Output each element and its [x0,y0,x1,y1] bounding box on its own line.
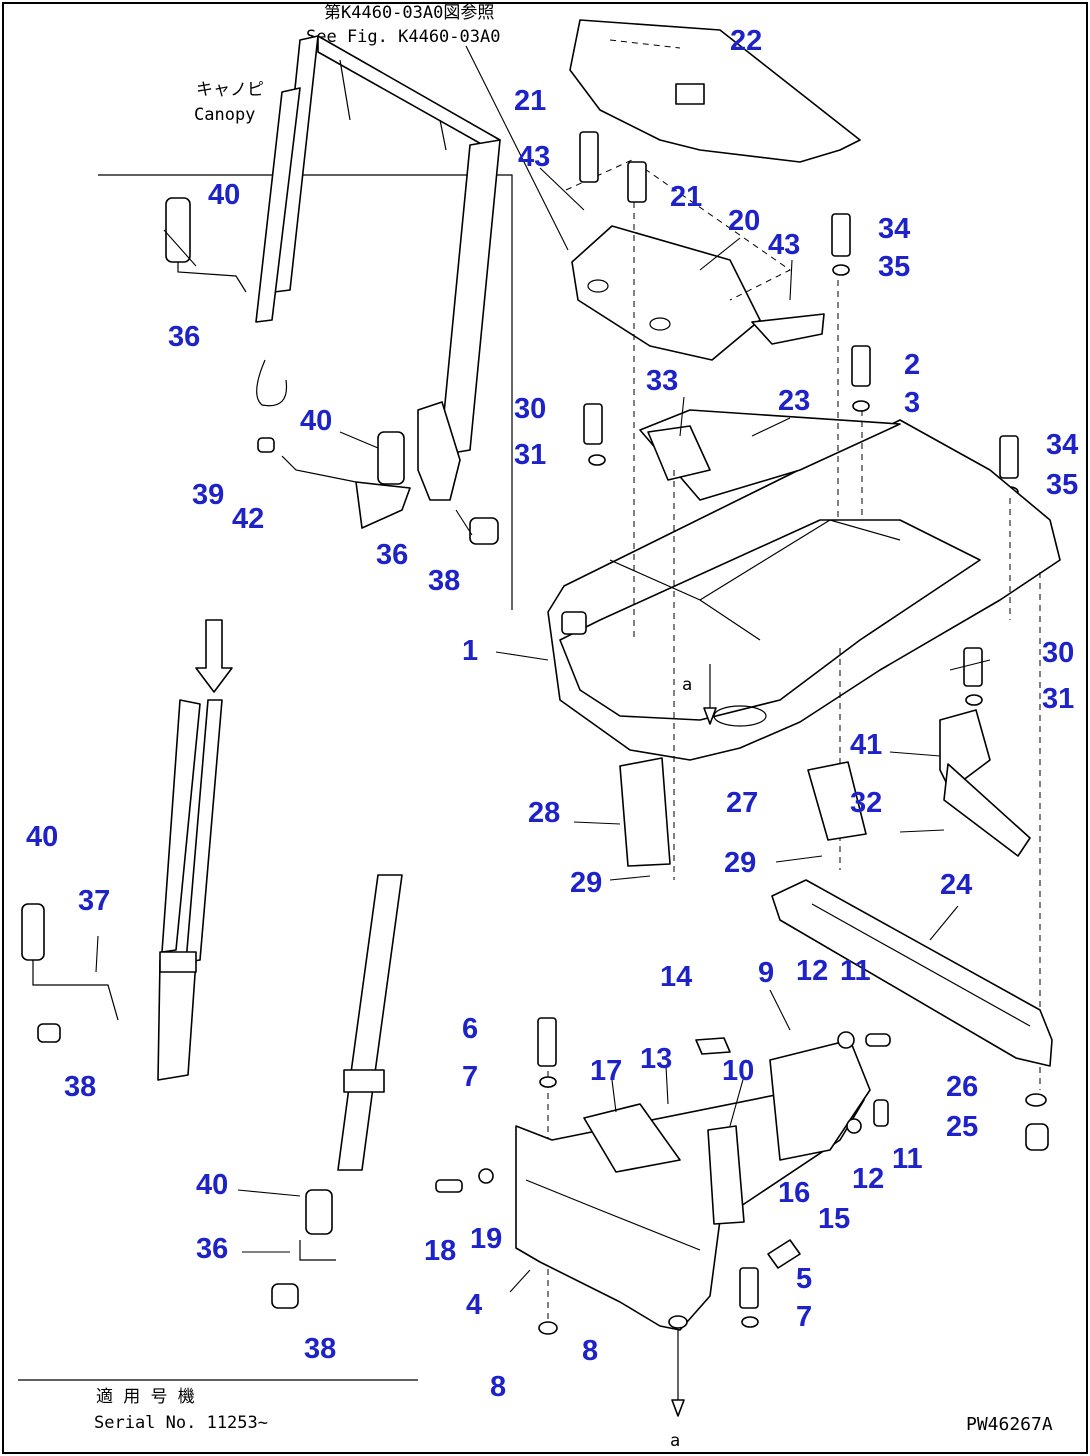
callout-labels: 1 2 3 4 5 6 7 7 8 8 9 10 11 11 12 12 13 … [26,25,1078,1403]
callout-35a: 35 [878,251,910,283]
view-a-arrow-lower: a [670,1330,685,1451]
serial-note-jp: 適 用 号 機 [96,1387,195,1407]
callout-5: 5 [796,1263,812,1295]
floor-mat [569,19,861,163]
callout-33: 33 [646,365,678,397]
view-letter-lower: a [670,1431,680,1451]
callout-36a: 36 [168,321,200,353]
callout-27: 27 [726,787,758,819]
leader-lines [95,45,991,1293]
callout-31a: 31 [514,439,546,471]
callout-40b: 40 [300,405,332,437]
callout-30a: 30 [514,393,546,425]
callout-40d: 40 [196,1169,228,1201]
section-divider [98,174,513,610]
bracket-33 [647,425,711,481]
counterweight-24 [771,879,1053,1067]
callout-11a: 11 [840,955,871,987]
callout-3: 3 [904,387,920,419]
ref-note-en: See Fig. K4460-03A0 [306,27,500,47]
callout-12b: 12 [852,1163,884,1195]
callout-29a: 29 [570,867,602,899]
callout-35b: 35 [1046,469,1078,501]
callout-21a: 21 [514,85,546,117]
callout-32: 32 [850,787,882,819]
callout-9: 9 [758,957,774,989]
mirror-assembly-mid [257,431,499,545]
callout-17: 17 [590,1055,622,1087]
callout-31b: 31 [1042,683,1074,715]
callout-22: 22 [730,25,762,57]
callout-24: 24 [940,869,972,901]
mirror-icon [165,197,191,263]
callout-20: 20 [728,205,760,237]
view-arrow [195,619,233,693]
callout-10: 10 [722,1055,754,1087]
callout-12a: 12 [796,955,828,987]
callout-1: 1 [462,635,478,667]
view-letter-upper: a [682,675,692,695]
callout-38b: 38 [64,1071,96,1103]
callout-13: 13 [640,1043,672,1075]
callout-14: 14 [660,961,692,993]
callout-16: 16 [778,1177,810,1209]
callout-2: 2 [904,349,920,381]
view-a-arrow: a [682,664,717,725]
plates-lower-frame [619,709,1031,867]
drawing-number: PW46267A [966,1414,1053,1435]
ref-note-jp: 第K4460-03A0図参照 [324,3,494,23]
callout-15: 15 [818,1203,850,1235]
callout-42: 42 [232,503,264,535]
callout-18: 18 [424,1235,456,1267]
callout-41: 41 [850,729,882,761]
callout-8a: 8 [490,1371,506,1403]
callout-21b: 21 [670,181,702,213]
callout-34b: 34 [1046,429,1078,461]
canopy-frame-top [255,35,501,501]
lower-cover-4 [515,1039,871,1331]
hardware-lower [435,1017,891,1335]
callout-43a: 43 [518,141,550,173]
callout-36b: 36 [376,539,408,571]
callout-29b: 29 [724,847,756,879]
canopy-label-en: Canopy [194,105,255,125]
callout-40c: 40 [26,821,58,853]
bolt-25 [1025,1093,1049,1151]
callout-39: 39 [192,479,224,511]
callout-40a: 40 [208,179,240,211]
callout-38c: 38 [304,1333,336,1365]
bolt-38-mid [469,517,499,545]
callout-25: 25 [946,1111,978,1143]
callout-43b: 43 [768,229,800,261]
canopy-frame-lower-center [271,874,403,1309]
callout-34a: 34 [878,213,910,245]
bracket-39 [257,437,275,453]
bolts-21 [579,131,647,203]
callout-23: 23 [778,385,810,417]
mirror-assembly-top [165,197,247,293]
callout-38a: 38 [428,565,460,597]
serial-note-en: Serial No. 11253~ [94,1413,268,1433]
callout-6: 6 [462,1013,478,1045]
callout-8b: 8 [582,1335,598,1367]
callout-4: 4 [466,1289,482,1321]
callout-7b: 7 [796,1301,812,1333]
callout-37: 37 [78,885,110,917]
canopy-frame-lower-left [21,699,223,1081]
main-frame-1 [547,409,1061,761]
callout-19: 19 [470,1223,502,1255]
callout-28: 28 [528,797,560,829]
callout-11b: 11 [892,1143,923,1175]
callout-36c: 36 [196,1233,228,1265]
callout-7a: 7 [462,1061,478,1093]
callout-26: 26 [946,1071,978,1103]
callout-30b: 30 [1042,637,1074,669]
canopy-label-jp: キャノピ [196,80,264,100]
